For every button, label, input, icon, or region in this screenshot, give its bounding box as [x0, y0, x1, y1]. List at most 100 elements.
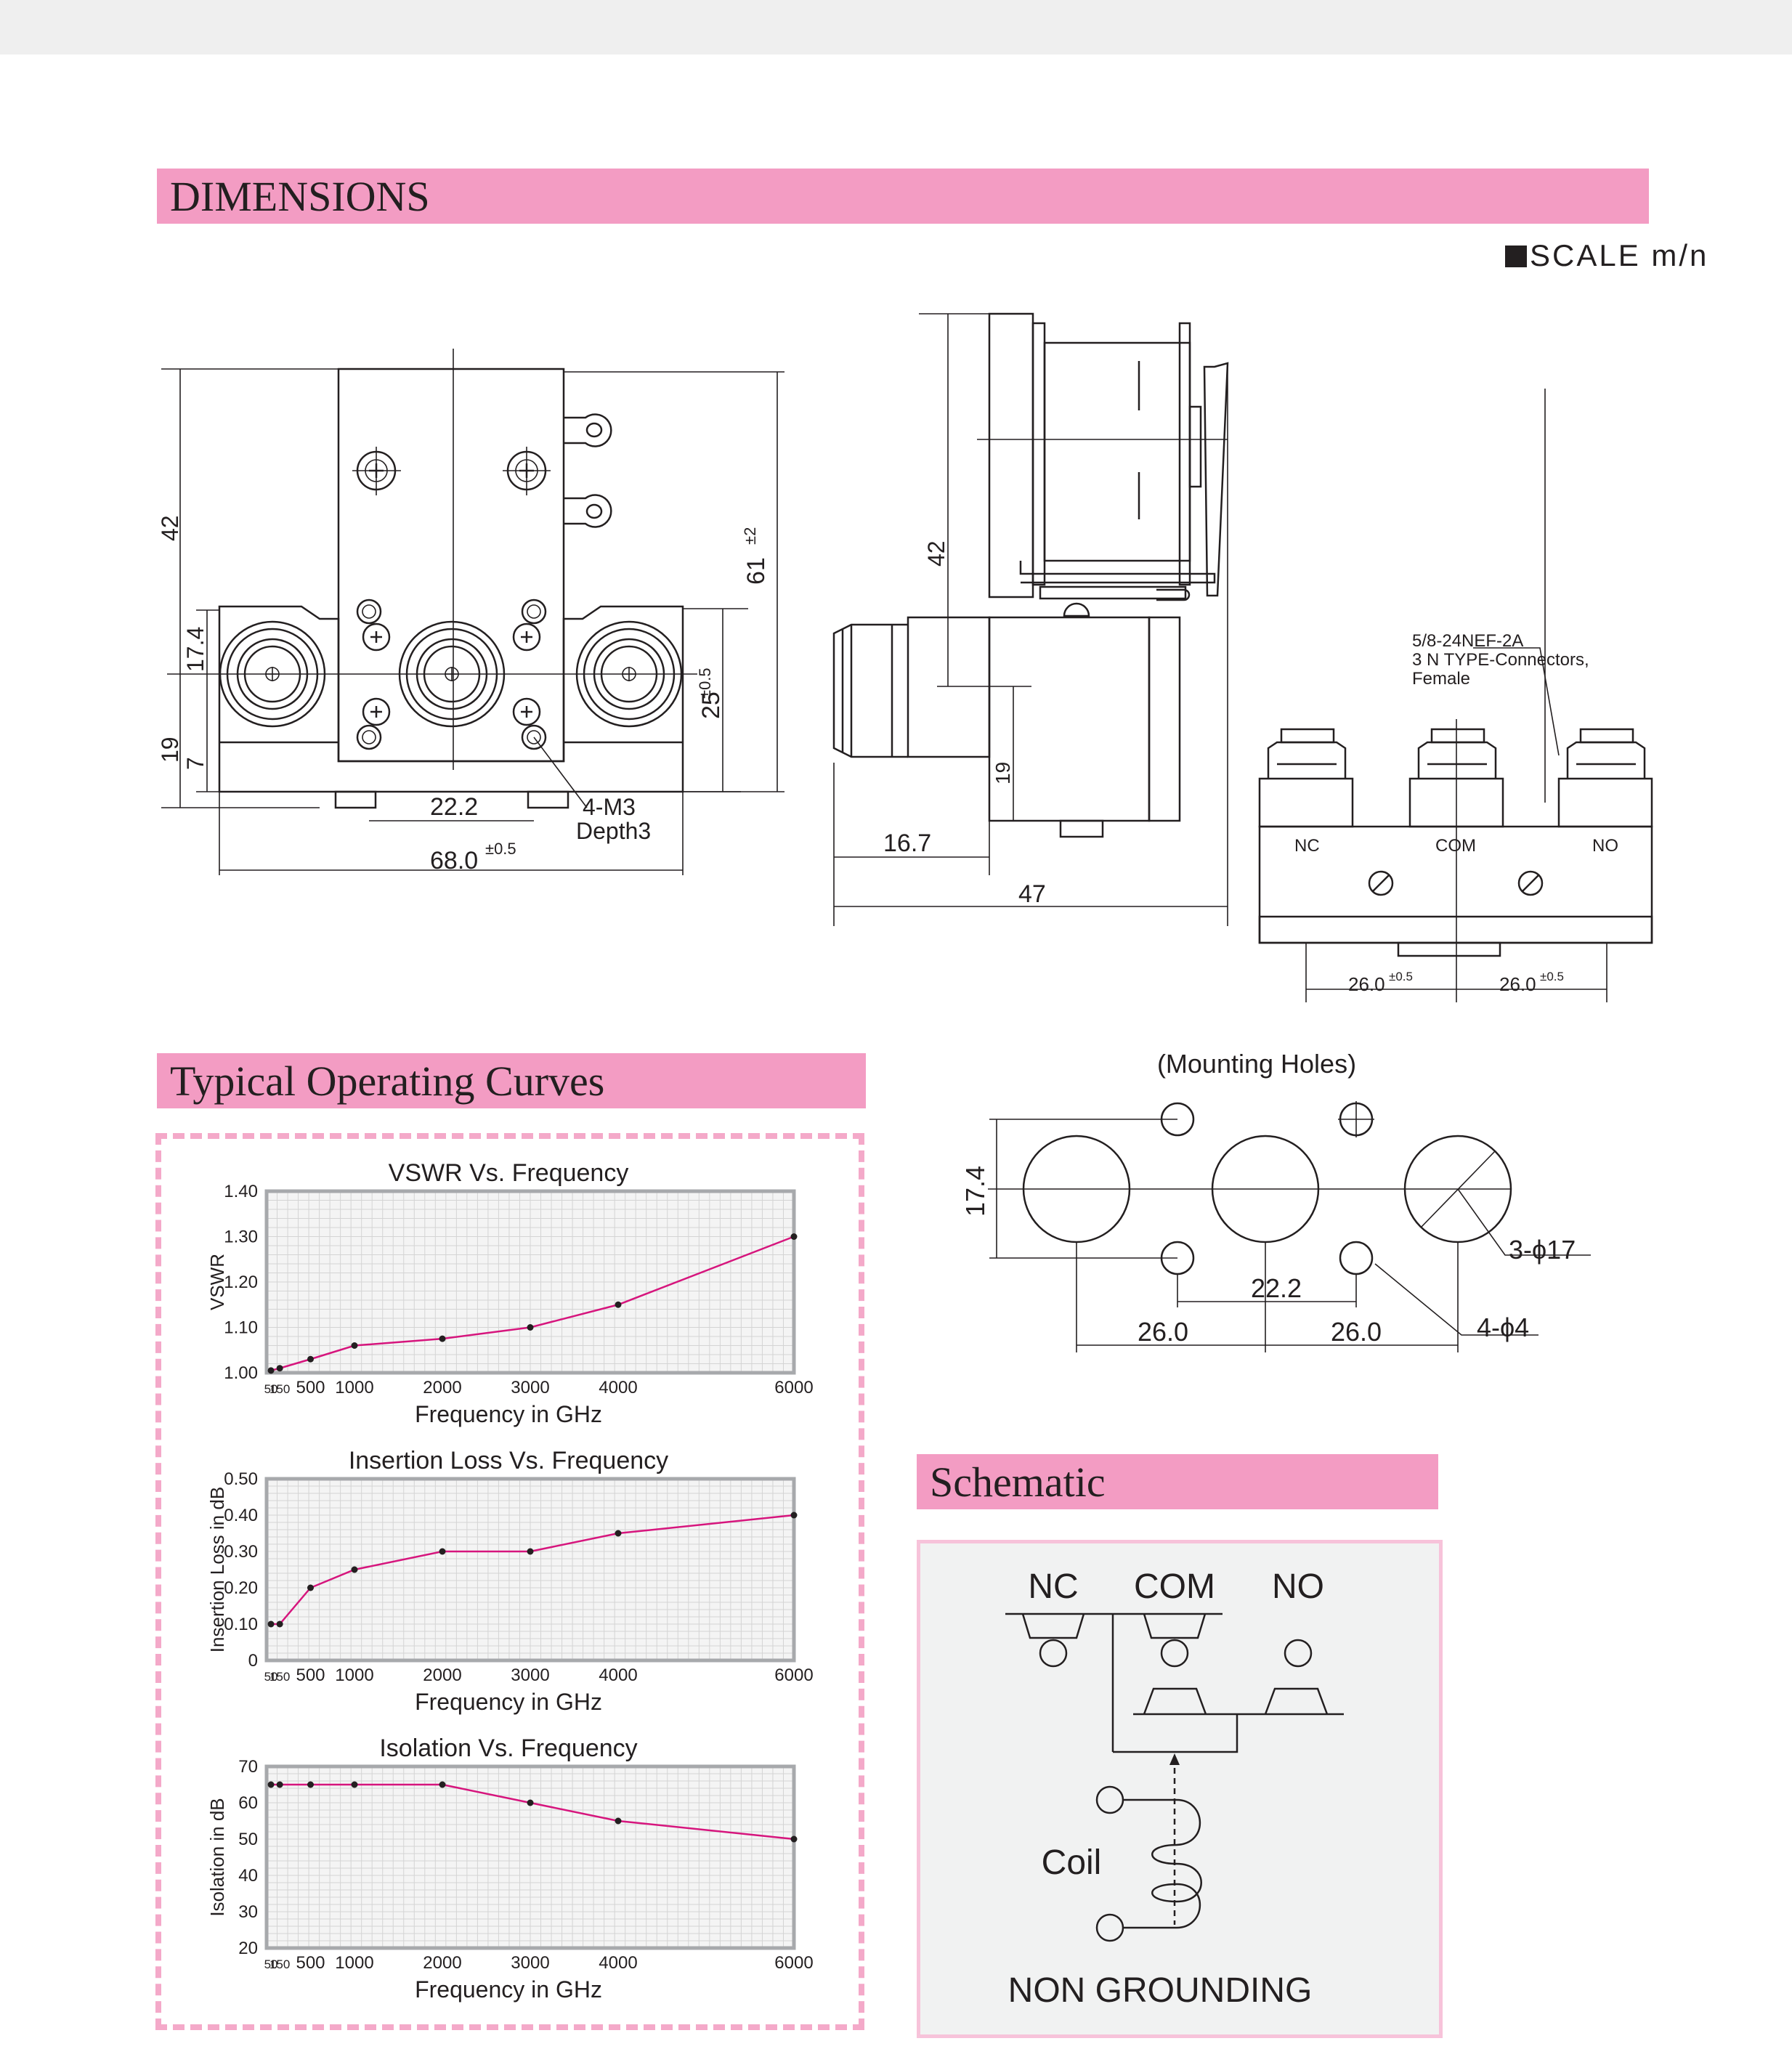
bottom-view: 5/8-24NEF-2A 3 N TYPE-Connectors, Female…: [1258, 389, 1653, 1002]
y-axis-label: Isolation in dB: [206, 1798, 228, 1916]
terminal-tab-hole-1: [585, 422, 603, 438]
front-dim-19: 19: [157, 737, 183, 763]
y-tick-label: 0: [248, 1651, 258, 1671]
bottom-dim-26-b-tol: ±0.5: [1540, 970, 1564, 983]
front-dim-61-tol: ±2: [741, 527, 759, 545]
mount-plate: [988, 312, 1034, 599]
y-tick-label: 0.10: [224, 1615, 258, 1634]
armature-contact-2: [1264, 1687, 1329, 1715]
contact-nc: [1021, 1613, 1085, 1639]
curves-panel: [155, 1133, 864, 2030]
chart-2: Insertion Loss Vs. Frequency00.100.200.3…: [206, 1447, 814, 1715]
schematic-header: Schematic: [917, 1454, 1438, 1509]
side-dim-16-7: 16.7: [883, 829, 931, 857]
y-tick-label: 30: [238, 1902, 258, 1922]
curves-header: Typical Operating Curves: [157, 1053, 866, 1108]
scale-text: SCALE m/n: [1530, 238, 1709, 272]
foot-left: [334, 790, 377, 809]
coil-label: Coil: [1042, 1843, 1102, 1882]
mounting-title: (Mounting Holes): [1157, 1049, 1356, 1079]
x-tick-label: 2000: [423, 1953, 461, 1973]
front-dim-7: 7: [182, 757, 208, 770]
chart-3: Isolation Vs. Frequency20304050607050150…: [206, 1734, 814, 2003]
side-bracket: [1039, 585, 1187, 600]
y-tick-label: 1.40: [224, 1182, 258, 1201]
terminal-tab-1: [564, 413, 612, 447]
data-point: [351, 1566, 358, 1573]
x-tick-label: 4000: [599, 1378, 637, 1397]
mount-dim-22-2: 22.2: [1251, 1273, 1302, 1303]
side-view: 42 19 16.7 47: [832, 312, 1229, 926]
screw-top-right: [503, 447, 551, 495]
screw-note-1: 4-M3: [583, 794, 636, 820]
top-bar: [0, 0, 1792, 54]
bottom-dim-26-a-tol: ±0.5: [1389, 970, 1413, 983]
port-label-no: NO: [1592, 836, 1618, 856]
bottom-screws: [1368, 870, 1544, 896]
data-point: [527, 1324, 534, 1331]
small-holes-note: 4-ϕ4: [1477, 1312, 1529, 1342]
front-dim-25: 25: [697, 691, 725, 719]
plot-frame: [264, 1189, 796, 1375]
schematic-label-com: COM: [1134, 1567, 1215, 1606]
connector-note-1: 5/8-24NEF-2A: [1412, 631, 1523, 651]
x-tick-label: 3000: [511, 1665, 549, 1685]
terminal-tab-hole-2: [585, 503, 603, 519]
actuation-arrow: [1169, 1753, 1180, 1765]
chart-1: VSWR Vs. Frequency1.001.101.201.301.4050…: [206, 1159, 814, 1427]
data-point: [527, 1799, 534, 1806]
front-dim-61: 61: [742, 557, 770, 585]
x-tick-label: 2000: [423, 1378, 461, 1397]
side-foot: [1059, 819, 1104, 838]
front-dimension-lines: [161, 368, 784, 875]
chart-title: Isolation Vs. Frequency: [379, 1734, 637, 1762]
data-point: [615, 1817, 622, 1825]
data-point: [351, 1781, 358, 1788]
front-dim-68-tol: ±0.5: [485, 840, 516, 858]
data-line: [270, 1236, 795, 1372]
x-axis-label: Frequency in GHz: [415, 1689, 602, 1715]
y-tick-label: 1.20: [224, 1273, 258, 1292]
connector-note-3: Female: [1412, 669, 1470, 689]
contact-com: [1143, 1613, 1207, 1639]
y-tick-label: 70: [238, 1757, 258, 1777]
schematic-label-no: NO: [1272, 1567, 1324, 1606]
plot-frame: [264, 1764, 796, 1950]
data-point: [790, 1233, 798, 1240]
side-dim-42: 42: [923, 540, 949, 567]
side-dimension-lines: [833, 313, 1228, 926]
plate-lip: [1031, 322, 1046, 586]
data-point: [276, 1365, 283, 1372]
small-screws: [356, 599, 547, 750]
front-dim-17-4: 17.4: [182, 627, 208, 672]
coil-cap: [1188, 405, 1202, 488]
y-tick-label: 0.30: [224, 1542, 258, 1562]
coil-terminal-1: [1095, 1785, 1124, 1814]
coil-terminal-2: [1095, 1913, 1124, 1942]
port-label-com: COM: [1435, 836, 1476, 856]
bracket-tab: [1156, 588, 1191, 601]
data-point: [790, 1512, 798, 1519]
data-point: [267, 1781, 275, 1788]
y-tick-label: 50: [238, 1830, 258, 1849]
y-tick-label: 60: [238, 1793, 258, 1813]
schematic-label-nc: NC: [1028, 1567, 1078, 1606]
mount-dim-17-4: 17.4: [960, 1166, 990, 1217]
x-tick-label: 3000: [511, 1378, 549, 1397]
terminal-no: [1284, 1639, 1313, 1668]
x-tick-label: 6000: [774, 1665, 813, 1685]
data-point: [267, 1367, 275, 1374]
y-tick-label: 0.50: [224, 1469, 258, 1489]
chart-title: VSWR Vs. Frequency: [389, 1159, 629, 1187]
front-dim-25-tol: ±0.5: [696, 668, 714, 699]
data-point: [276, 1781, 283, 1788]
data-point: [307, 1355, 314, 1363]
side-spring: [1203, 362, 1229, 597]
data-point: [615, 1301, 622, 1308]
y-tick-label: 0.20: [224, 1578, 258, 1598]
data-line: [271, 1783, 795, 1841]
front-view: 42 17.4 19 7 61 ±2 25 ±0.5 22.2 68.0 ±0.…: [157, 349, 784, 875]
curves-title: Typical Operating Curves: [170, 1057, 605, 1105]
coil-end: [1178, 322, 1191, 586]
x-tick-label: 4000: [599, 1665, 637, 1685]
